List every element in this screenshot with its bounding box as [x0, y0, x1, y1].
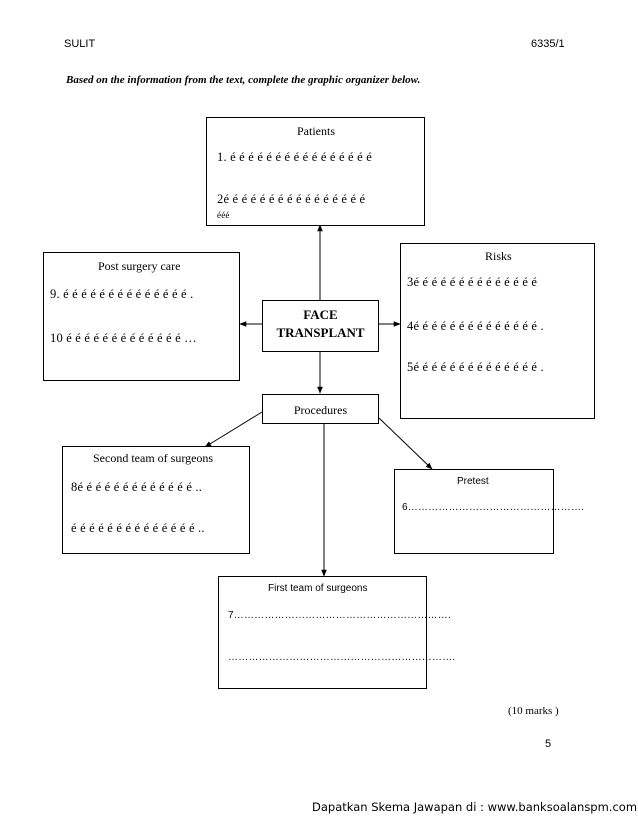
center-title-line1: FACE: [303, 307, 338, 322]
risks-box: Risks 3é é é é é é é é é é é é é é 4é é …: [400, 243, 595, 419]
second-team-title: Second team of surgeons: [93, 451, 214, 465]
header-right: 6335/1: [531, 38, 565, 50]
risks-answer-5: 5é é é é é é é é é é é é é é .: [407, 360, 544, 374]
arrow-to-pretest: [378, 417, 433, 470]
second-team-answer-8: 8é é é é é é é é é é é é é ..: [71, 480, 203, 494]
page-number: 5: [545, 738, 552, 750]
patients-answer-2-overflow: ééé: [217, 210, 230, 220]
risks-title: Risks: [485, 249, 512, 263]
pretest-title: Pretest: [457, 476, 489, 487]
first-team-title: First team of surgeons: [268, 583, 368, 594]
procedures-title: Procedures: [293, 403, 348, 417]
post-care-title: Post surgery care: [98, 259, 181, 273]
post-care-box: Post surgery care 9. é é é é é é é é é é…: [43, 252, 240, 381]
patients-title: Patients: [297, 124, 335, 138]
risks-answer-4: 4é é é é é é é é é é é é é é .: [407, 319, 544, 333]
procedures-box: Procedures: [262, 394, 379, 424]
pretest-box: Pretest 6…………………………………………….: [394, 469, 584, 554]
marks-label: (10 marks ): [508, 705, 559, 717]
first-team-answer-7: 7……………………………………………………….: [228, 610, 451, 621]
patients-box: Patients 1. é é é é é é é é é é é é é é …: [206, 117, 425, 226]
pretest-answer-6: 6…………………………………………….: [402, 502, 585, 513]
risks-answer-3: 3é é é é é é é é é é é é é é: [407, 275, 538, 289]
arrow-to-second-team: [204, 411, 263, 448]
first-team-box: First team of surgeons 7……………………………………………: [218, 576, 455, 689]
face-transplant-box: FACE TRANSPLANT: [262, 300, 379, 352]
patients-answer-2: 2é é é é é é é é é é é é é é é é: [217, 192, 366, 206]
second-team-box: Second team of surgeons 8é é é é é é é é…: [62, 446, 250, 554]
instruction-text: Based on the information from the text, …: [66, 74, 421, 86]
post-care-answer-9: 9. é é é é é é é é é é é é é é .: [50, 287, 194, 301]
header-left: SULIT: [64, 38, 96, 50]
footer-text: Dapatkan Skema Jawapan di : www.banksoal…: [312, 800, 638, 814]
center-title-line2: TRANSPLANT: [276, 325, 365, 340]
patients-answer-1: 1. é é é é é é é é é é é é é é é é: [217, 150, 372, 164]
first-team-answer-7b: ………………………………………………………….: [228, 652, 456, 663]
post-care-answer-10: 10 é é é é é é é é é é é é é …: [50, 331, 197, 345]
second-team-answer-8b: é é é é é é é é é é é é é é ..: [71, 521, 205, 535]
